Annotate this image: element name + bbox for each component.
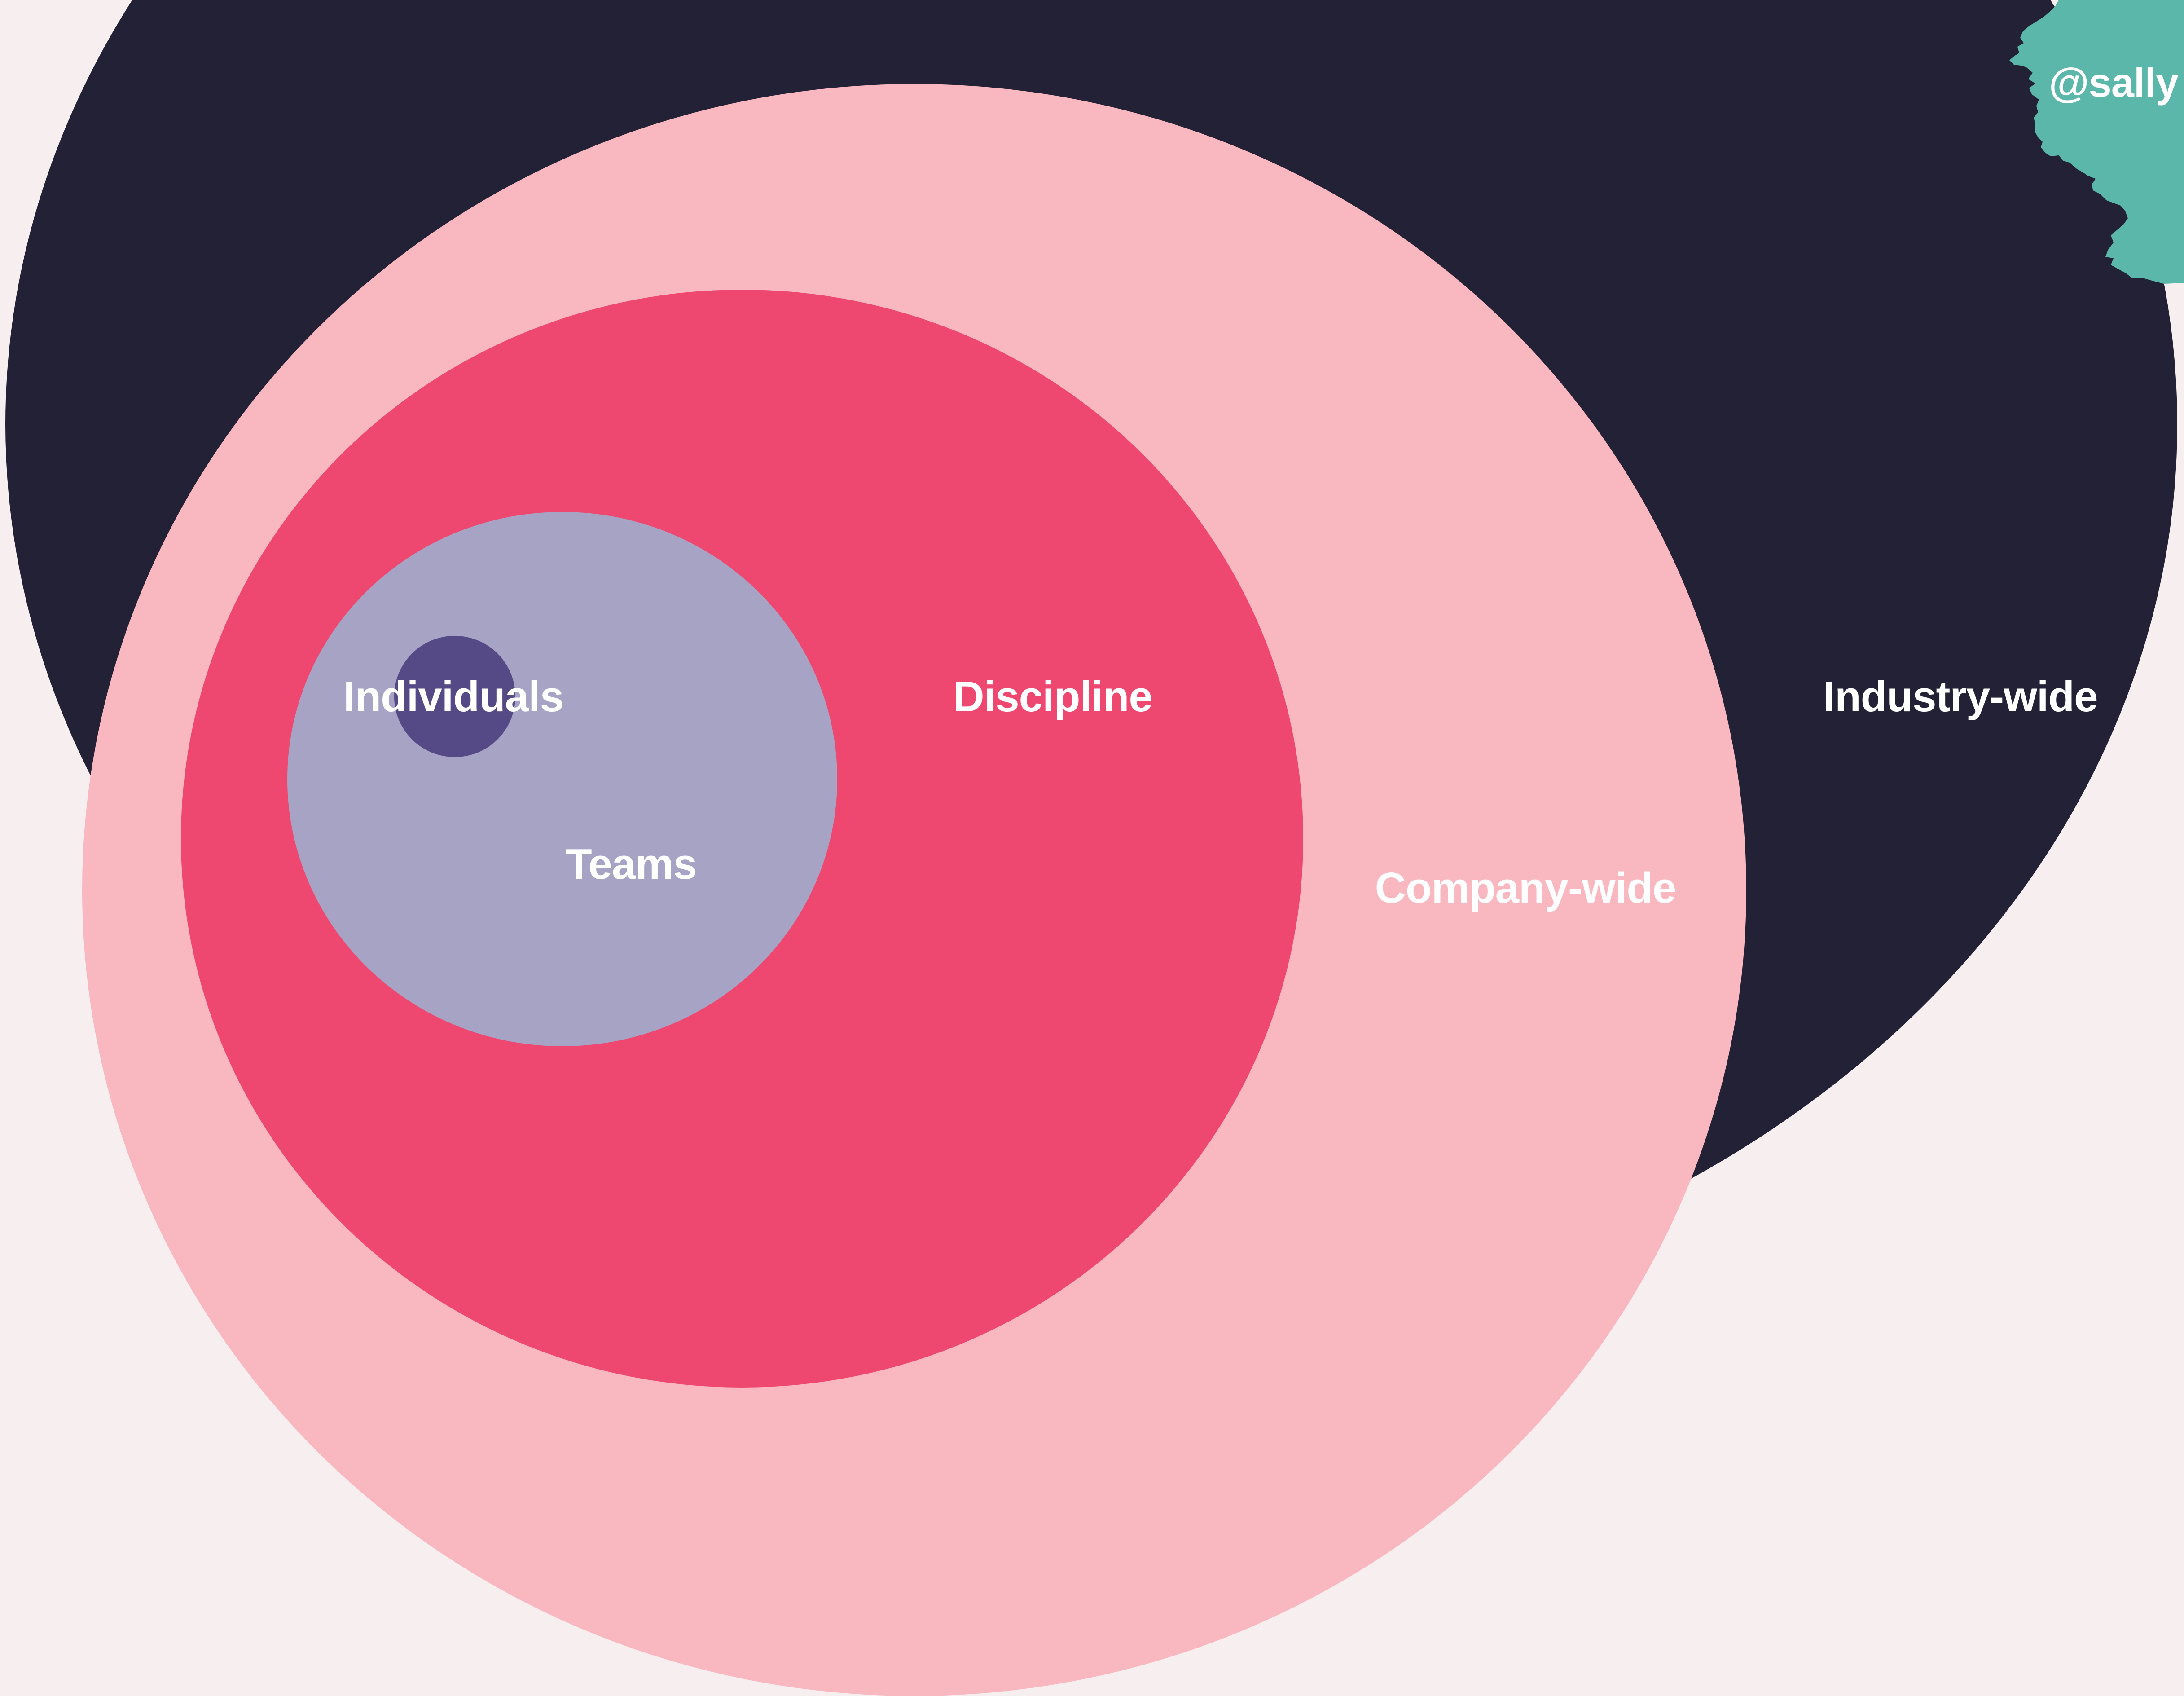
teams-ring — [287, 512, 837, 1046]
diagram-canvas: Individuals Teams Discipline Company-wid… — [5, 0, 2184, 1696]
industry-wide-label: Industry-wide — [1823, 673, 2098, 721]
individuals-label: Individuals — [343, 673, 564, 721]
individuals-ring — [394, 636, 515, 757]
brand-splash-shape — [2009, 0, 2184, 284]
author-handle: @sally — [2048, 60, 2179, 106]
discipline-label: Discipline — [953, 673, 1152, 721]
company-wide-label: Company-wide — [1375, 864, 1677, 912]
teams-label: Teams — [565, 840, 697, 888]
